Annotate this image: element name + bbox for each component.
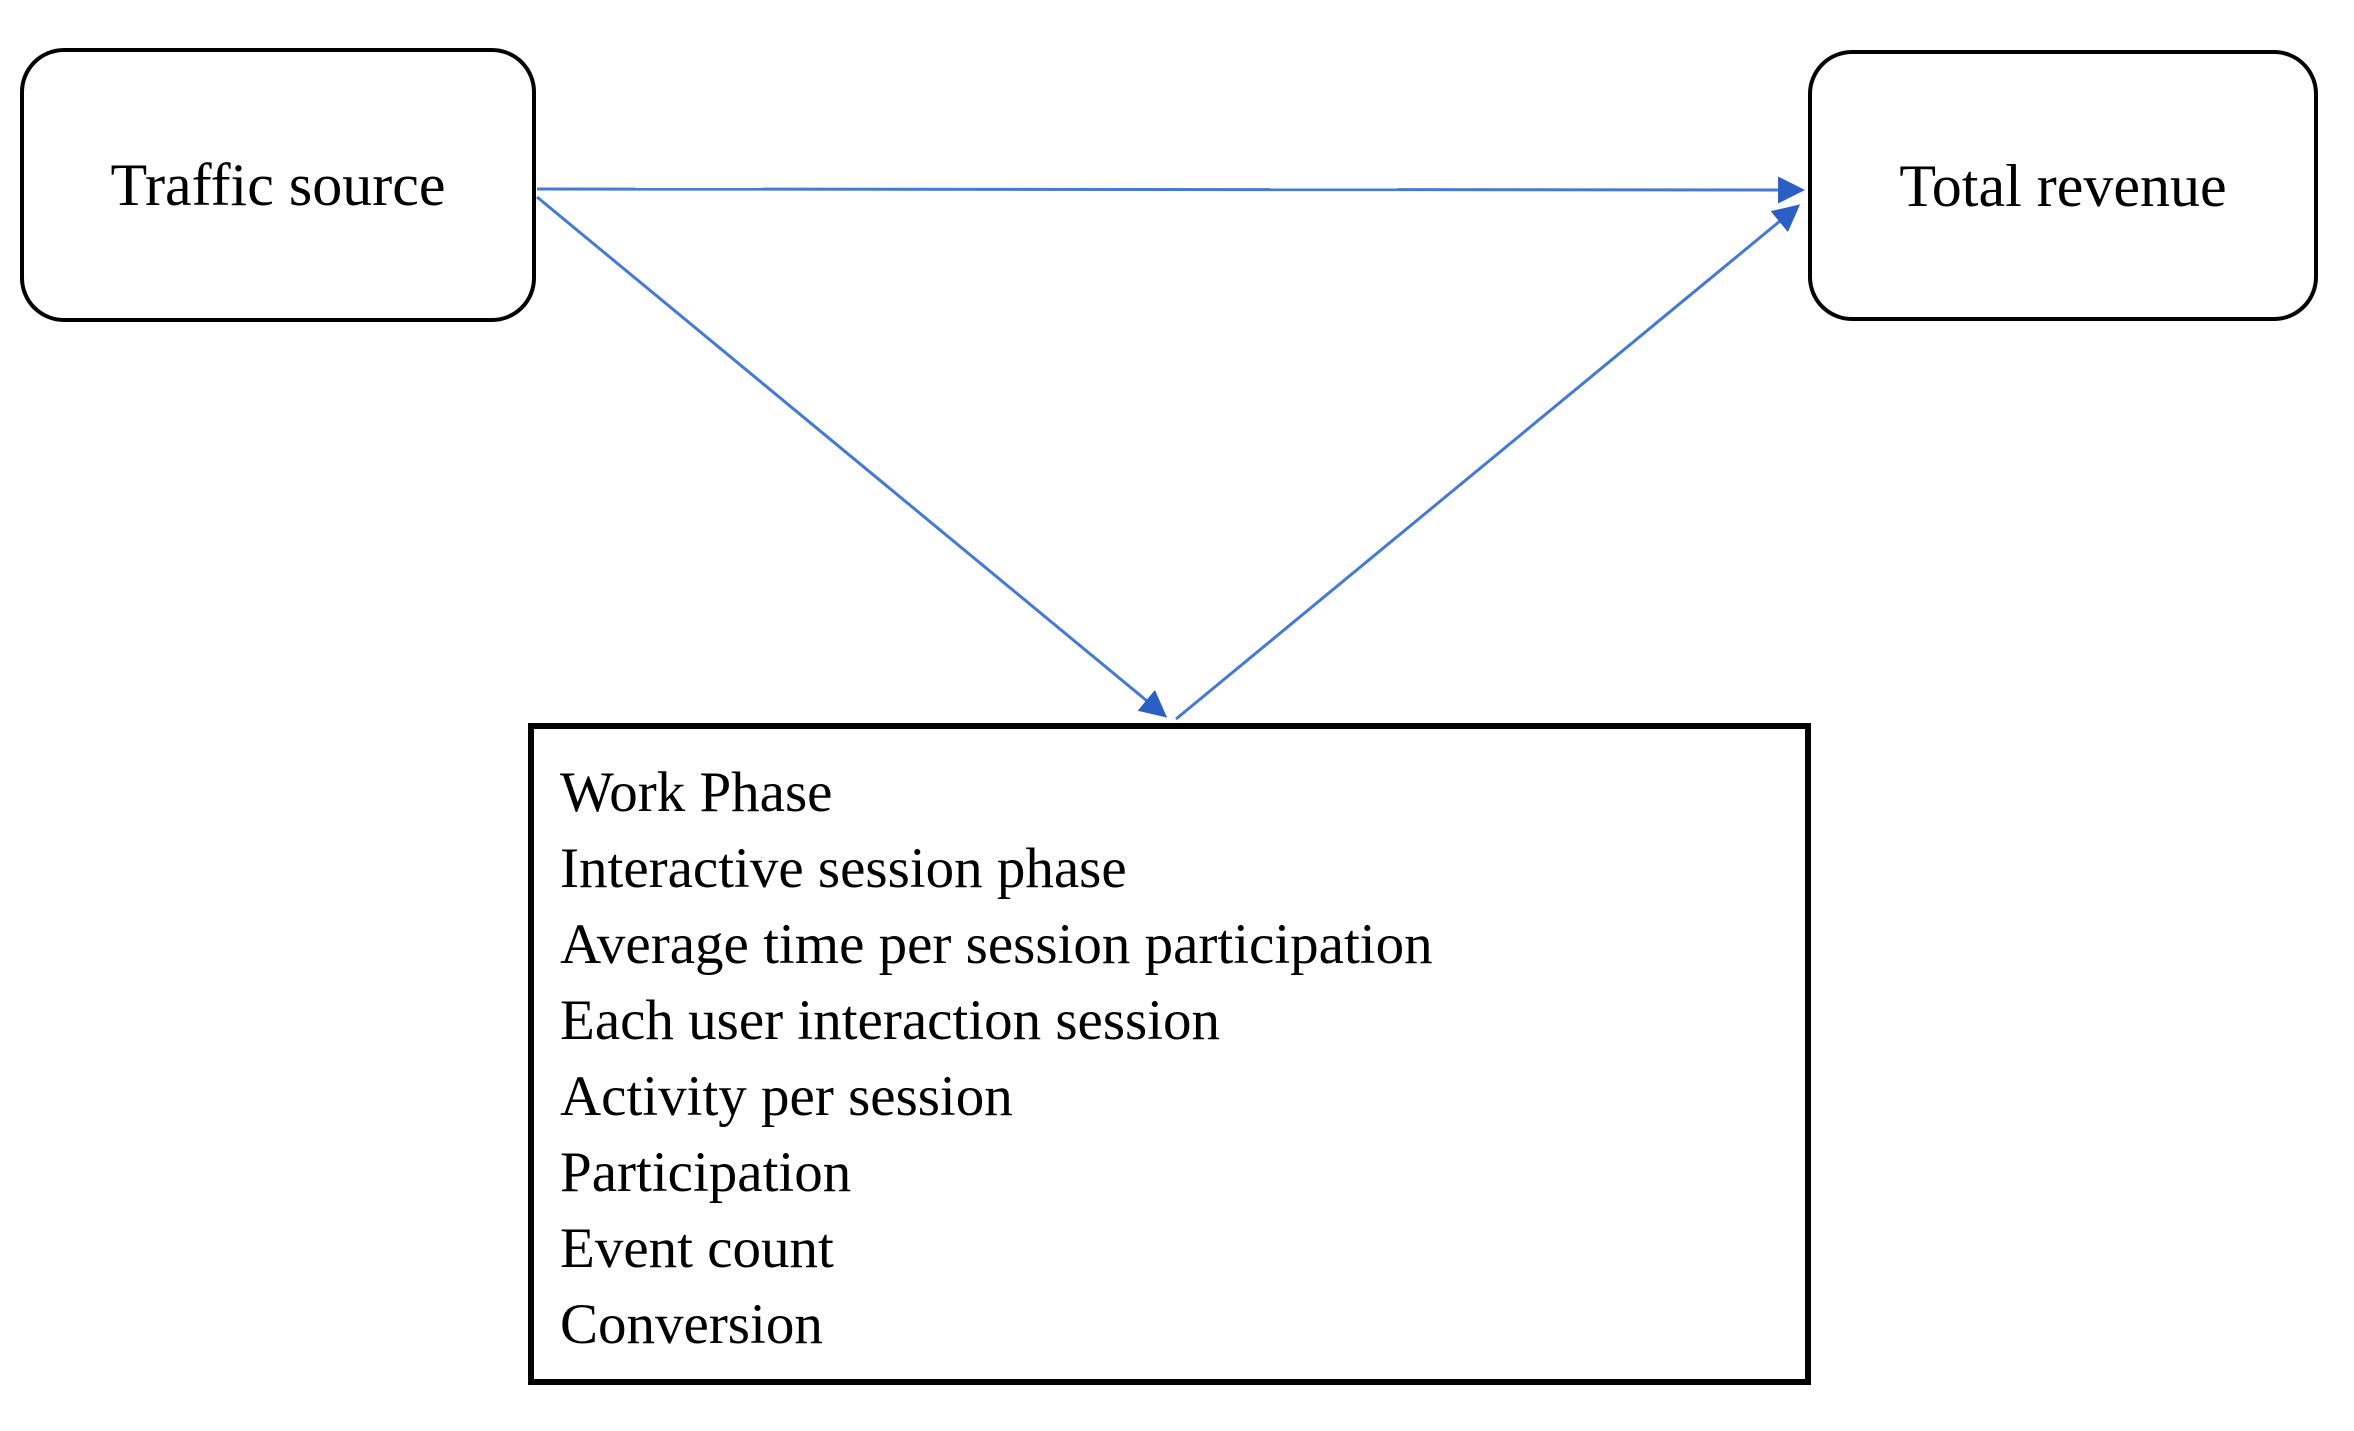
metric-item: Work Phase — [560, 761, 833, 824]
total-revenue-node: Total revenue — [1808, 50, 2318, 321]
edge-metrics-to-total-revenue — [1175, 204, 1801, 721]
edge-traffic-source-to-metrics — [536, 195, 1168, 718]
traffic-source-label: Traffic source — [110, 152, 446, 218]
traffic-source-node: Traffic source — [20, 48, 536, 322]
metric-item: Event count — [560, 1217, 834, 1280]
metric-item: Conversion — [560, 1293, 823, 1356]
edge-traffic-source-to-total-revenue — [536, 176, 1806, 204]
metric-item: Average time per session participation — [560, 913, 1433, 976]
total-revenue-label: Total revenue — [1899, 152, 2227, 219]
metrics-node: Work Phase Interactive session phase Ave… — [528, 723, 1811, 1385]
metric-item: Interactive session phase — [560, 837, 1127, 900]
metric-item: Each user interaction session — [560, 989, 1221, 1052]
metric-item: Participation — [560, 1141, 852, 1204]
metric-item: Activity per session — [560, 1065, 1013, 1128]
